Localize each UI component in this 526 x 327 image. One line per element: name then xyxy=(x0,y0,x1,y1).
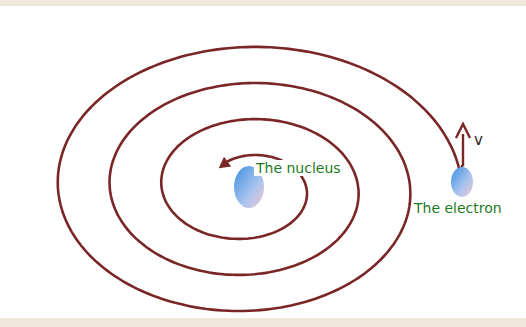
spiral-arrowhead xyxy=(219,157,231,168)
spiral-path xyxy=(58,47,462,311)
electron-label: The electron xyxy=(412,200,504,216)
top-band xyxy=(0,0,526,6)
velocity-arrow xyxy=(462,134,464,166)
velocity-label: v xyxy=(472,132,485,148)
nucleus-label: The nucleus xyxy=(254,160,343,176)
velocity-arrowhead xyxy=(456,124,470,138)
electron-ball xyxy=(451,167,473,197)
bottom-band xyxy=(0,318,526,327)
